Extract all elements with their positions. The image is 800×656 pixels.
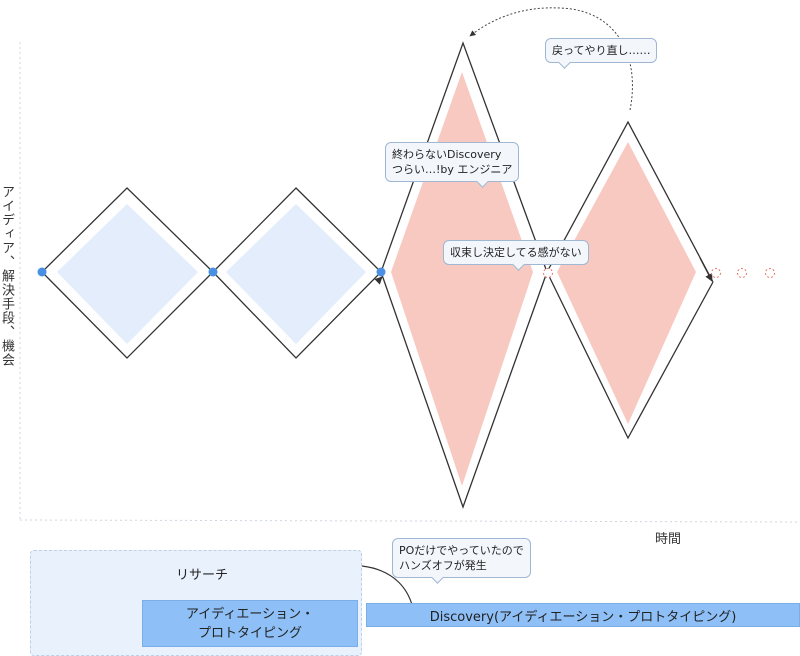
endless-discovery-callout: 終わらないDiscovery つらい…!by エンジニア [385,142,520,182]
diamond-3-fill [391,72,533,486]
redo-arrow [469,7,633,111]
x-axis [19,519,800,523]
node-dashed-3 [737,268,747,278]
discovery-bar: Discovery(アイディエーション・プロトタイピング) [366,603,800,627]
node-dashed-4 [765,268,775,278]
redo-callout-text: 戻ってやり直し…… [552,44,651,57]
no-convergence-text: 収束し決定してる感がない [450,246,582,259]
node-2 [208,267,218,277]
redo-callout: 戻ってやり直し…… [545,38,658,63]
node-1 [37,267,47,277]
no-convergence-callout: 収束し決定してる感がない [443,240,589,265]
handoff-callout-line2: ハンズオフが発生 [399,559,487,572]
diamond-4-outline [546,120,714,440]
diamond-3-outline [380,41,548,509]
node-dashed-1 [543,268,553,278]
handoff-callout-line1: POだけでやっていたので [399,544,524,557]
endless-callout-line2: つらい…!by エンジニア [392,163,513,176]
y-axis-label: アイディア、解決手段、機会 [0,185,14,367]
node-dashed-2 [711,268,721,278]
research-label: リサーチ [176,568,229,583]
diamond-4-fill [557,142,696,424]
ideation-prototyping-bar: アイディエーション・ プロトタイピング [142,600,358,647]
diamond-1-outline [41,187,214,359]
endless-callout-line1: 終わらないDiscovery [392,148,502,161]
diamond-4-arrow [699,257,713,282]
diamond-1-fill [57,204,198,344]
diamond-3-arrow [374,276,383,285]
diamond-2-outline [212,187,382,359]
x-axis-label: 時間 [655,532,682,547]
handoff-callout: POだけでやっていたので ハンズオフが発生 [392,538,531,578]
node-3 [376,267,386,277]
diamond-2-fill [226,204,366,344]
